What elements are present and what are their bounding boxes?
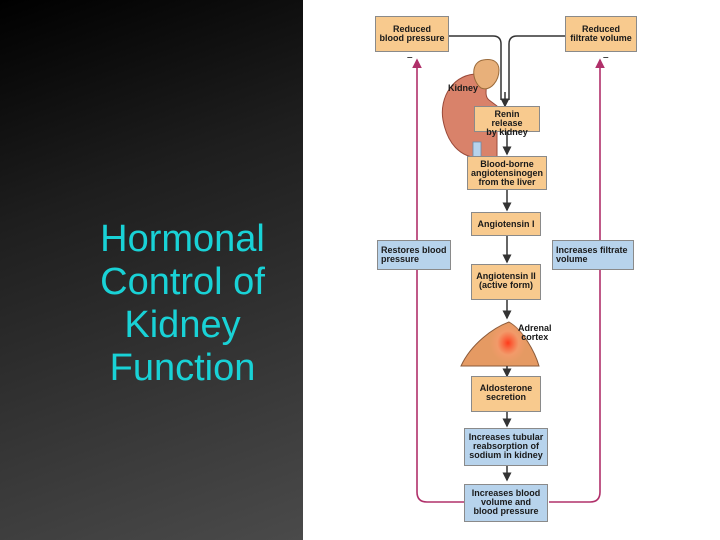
- kidney-label: Kidney: [448, 83, 479, 93]
- slide-title: Hormonal Control of Kidney Function: [70, 218, 295, 390]
- box-text: pressure: [381, 254, 420, 264]
- angiotensinogen-box: Blood-borne angiotensinogen from the liv…: [467, 156, 547, 190]
- increases-blood-volume-box: Increases blood volume and blood pressur…: [464, 484, 548, 522]
- slide-title-line: Function: [109, 347, 256, 389]
- box-text: (active form): [478, 280, 533, 290]
- adrenal-glow-illustration: [490, 323, 526, 363]
- increases-filtrate-volume-box: Increases filtrate volume: [552, 240, 634, 270]
- connector-filtrate-volume: [508, 35, 566, 100]
- box-text: Renin release: [491, 109, 523, 128]
- box-text: volume and: [480, 497, 531, 507]
- title-panel: Hormonal Control of Kidney Function: [0, 0, 303, 540]
- box-text: reabsorption of: [472, 441, 539, 451]
- connector-blood-pressure: [447, 35, 502, 100]
- diagram-connectors: [412, 35, 605, 503]
- reduced-blood-pressure-box: Reduced blood pressure: [375, 16, 449, 52]
- slide-title-line: Kidney: [124, 304, 241, 346]
- box-text: blood pressure: [379, 33, 445, 43]
- aldosterone-secretion-box: Aldosterone secretion: [471, 376, 541, 412]
- box-text: Increases tubular: [468, 432, 544, 442]
- box-text: secretion: [485, 392, 527, 402]
- kidney-top-illustration: [473, 59, 500, 90]
- box-text: blood pressure: [473, 506, 539, 516]
- box-text: Restores blood: [381, 245, 447, 255]
- feedback-loop-left: [412, 58, 466, 503]
- box-text: angiotensinogen: [471, 168, 543, 178]
- angiotensin-1-box: Angiotensin I: [471, 212, 541, 236]
- minus-sign-right: –: [603, 52, 609, 63]
- raas-diagram: Reduced blood pressure Reduced filtrate …: [303, 0, 720, 540]
- box-text: from the liver: [478, 177, 536, 187]
- box-text: by kidney: [486, 127, 528, 137]
- angiotensin-2-box: Angiotensin II (active form): [471, 264, 541, 300]
- box-text: Aldosterone: [479, 383, 533, 393]
- reduced-filtrate-volume-box: Reduced filtrate volume: [565, 16, 637, 52]
- restores-blood-pressure-box: Restores blood pressure: [377, 240, 451, 270]
- tubular-reabsorption-box: Increases tubular reabsorption of sodium…: [464, 428, 548, 466]
- box-text: Increases blood: [471, 488, 541, 498]
- renin-release-box: Renin release by kidney: [474, 106, 540, 137]
- adrenal-cortex-label: Adrenal cortex: [518, 324, 552, 342]
- slide-title-line: Hormonal: [100, 218, 265, 260]
- box-text: Increases filtrate: [556, 245, 628, 255]
- box-text: volume: [556, 254, 588, 264]
- box-text: Reduced: [392, 24, 431, 34]
- minus-sign-left: –: [407, 52, 413, 63]
- feedback-loop-right: [549, 58, 605, 503]
- box-text: filtrate volume: [570, 33, 632, 43]
- box-text: sodium in kidney: [469, 450, 543, 460]
- slide-title-line: Control of: [100, 261, 265, 303]
- label-text: Adrenal: [518, 323, 552, 333]
- box-text: Angiotensin II: [476, 271, 536, 281]
- box-text: Blood-borne: [480, 159, 534, 169]
- box-text: Angiotensin I: [477, 219, 535, 229]
- box-text: Reduced: [581, 24, 620, 34]
- label-text: cortex: [521, 332, 549, 342]
